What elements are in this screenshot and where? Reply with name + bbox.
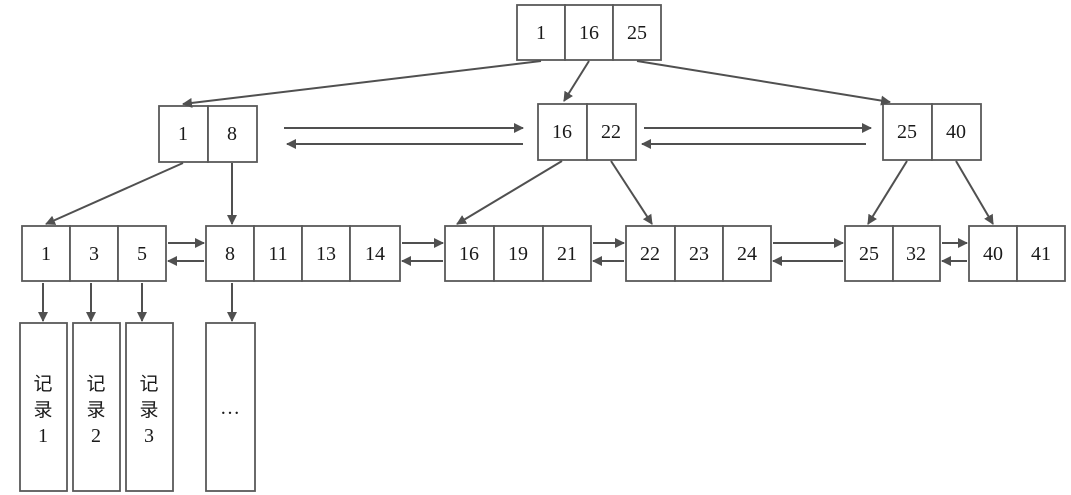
leaf-key: 41 xyxy=(1031,243,1051,265)
record-label-line: 录 xyxy=(33,399,52,421)
leaf-key-cell xyxy=(21,225,71,282)
internal-key-cell xyxy=(882,103,933,161)
leaf-key: 25 xyxy=(859,243,879,265)
leaf-key: 11 xyxy=(268,243,287,265)
record-more: … xyxy=(205,322,256,492)
leaf-key: 5 xyxy=(137,243,147,265)
internal-key: 1 xyxy=(178,123,188,145)
leaf-node-1: 1 3 5 xyxy=(21,225,167,282)
internal-2-to-leaf-3-arrow xyxy=(456,160,563,225)
root-node: 1 16 25 xyxy=(516,4,662,61)
leaf-key-cell xyxy=(844,225,894,282)
internal-key: 8 xyxy=(227,123,237,145)
leaf-key: 19 xyxy=(508,243,528,265)
internal-key-cell xyxy=(931,103,982,161)
internal-key: 25 xyxy=(897,121,917,143)
root-to-internal-1-arrow xyxy=(182,60,542,108)
internal-key: 16 xyxy=(552,121,572,143)
leaf-key-cell xyxy=(253,225,303,282)
record-1: 记 录 1 xyxy=(19,322,68,492)
leaf-key-cell xyxy=(625,225,676,282)
internal-1-to-leaf-1-arrow xyxy=(45,162,184,225)
internal-node-1: 1 8 xyxy=(158,105,258,163)
internal-node-3: 25 40 xyxy=(882,103,982,161)
internal-node-2: 16 22 xyxy=(537,103,637,161)
leaf-key-cell xyxy=(1016,225,1066,282)
leaf-key: 40 xyxy=(983,243,1003,265)
record-label-line: 1 xyxy=(38,425,48,447)
record-label-line: 录 xyxy=(139,399,158,421)
root-key: 16 xyxy=(579,22,599,44)
leaf-key: 3 xyxy=(89,243,99,265)
leaf-key: 16 xyxy=(459,243,479,265)
internal-key-cell xyxy=(586,103,637,161)
root-key: 1 xyxy=(536,22,546,44)
leaf-key-cell xyxy=(674,225,724,282)
record-label-line: 2 xyxy=(91,425,101,447)
record-label-line: 记 xyxy=(139,373,158,395)
leaf-key: 8 xyxy=(225,243,235,265)
record-box xyxy=(72,322,121,492)
leaf-node-6: 40 41 xyxy=(968,225,1066,282)
leaf-key-cell xyxy=(722,225,772,282)
root-to-internal-2-arrow xyxy=(563,60,590,102)
record-box xyxy=(125,322,174,492)
internal-key: 40 xyxy=(946,121,966,143)
leaf-key-cell xyxy=(444,225,495,282)
leaf-key: 24 xyxy=(737,243,757,265)
leaf-key: 21 xyxy=(557,243,577,265)
leaf-key: 13 xyxy=(316,243,336,265)
record-2: 记 录 2 xyxy=(72,322,121,492)
internal-3-to-leaf-5-arrow xyxy=(867,160,908,225)
record-3: 记 录 3 xyxy=(125,322,174,492)
internal-2-to-leaf-4-arrow xyxy=(610,160,653,225)
leaf-key-cell xyxy=(542,225,592,282)
root-to-internal-3-arrow xyxy=(636,60,891,106)
leaf-key: 23 xyxy=(689,243,709,265)
leaf-key-cell xyxy=(117,225,167,282)
internal-key: 22 xyxy=(601,121,621,143)
leaf-key: 1 xyxy=(41,243,51,265)
leaf-key: 22 xyxy=(640,243,660,265)
leaf-key: 14 xyxy=(365,243,385,265)
record-ellipsis: … xyxy=(220,397,240,419)
record-label-line: 记 xyxy=(33,373,52,395)
record-box xyxy=(205,322,256,492)
record-label-line: 录 xyxy=(86,399,105,421)
root-key-cell xyxy=(516,4,566,61)
root-key-cell xyxy=(564,4,614,61)
leaf-node-4: 22 23 24 xyxy=(625,225,772,282)
internal-key-cell xyxy=(537,103,588,161)
internal-key-cell xyxy=(207,105,258,163)
leaf-key: 32 xyxy=(906,243,926,265)
leaf-node-3: 16 19 21 xyxy=(444,225,592,282)
tree-edges xyxy=(38,60,994,322)
leaf-node-5: 25 32 xyxy=(844,225,941,282)
leaf-key-cell xyxy=(205,225,255,282)
leaf-key-cell xyxy=(892,225,941,282)
record-label-line: 记 xyxy=(86,373,105,395)
root-key: 25 xyxy=(627,22,647,44)
leaf-node-2: 8 11 13 14 xyxy=(205,225,401,282)
root-key-cell xyxy=(612,4,662,61)
leaf-key-cell xyxy=(349,225,401,282)
record-label-line: 3 xyxy=(144,425,154,447)
record-box xyxy=(19,322,68,492)
leaf-key-cell xyxy=(968,225,1018,282)
internal-3-to-leaf-6-arrow xyxy=(955,160,994,225)
